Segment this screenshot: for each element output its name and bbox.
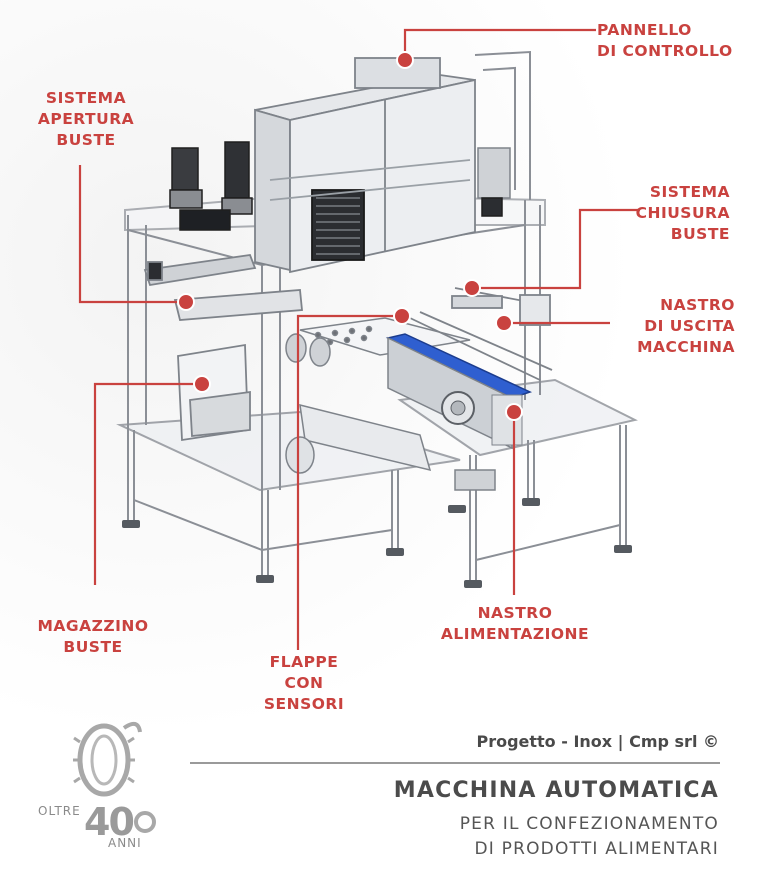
motors <box>169 141 511 231</box>
callout-lines <box>78 28 640 650</box>
machine-feet <box>122 498 632 588</box>
leader-pannello <box>403 28 596 58</box>
divider <box>190 762 720 764</box>
label-sistema-chiusura-buste: SISTEMA CHIUSURA BUSTE <box>635 183 730 243</box>
vent-grille <box>311 189 365 261</box>
label-nastro-alimentazione: NASTRO ALIMENTAZIONE <box>440 604 590 643</box>
leader-apertura <box>78 165 186 304</box>
page-title: MACCHINA AUTOMATICA <box>393 778 719 803</box>
gear-logo-icon <box>73 721 156 833</box>
dot-magazzino <box>193 375 211 393</box>
label-flappe-con-sensori: FLAPPE CON SENSORI <box>263 653 345 713</box>
label-nastro-di-uscita-macchina: NASTRO DI USCITA MACCHINA <box>637 296 735 356</box>
bag-magazine <box>177 343 251 442</box>
subtitle-line-2: DI PRODOTTI ALIMENTARI <box>474 839 719 859</box>
dot-alimentazione <box>505 403 523 421</box>
blue-conveyor <box>385 333 533 450</box>
dot-uscita <box>495 314 513 332</box>
leader-flappe <box>296 314 402 650</box>
credit-text: Progetto - Inox | Cmp srl © <box>476 732 719 751</box>
subtitle-line-1: PER IL CONFEZIONAMENTO <box>459 814 719 834</box>
dot-flappe <box>393 307 411 325</box>
logo-oltre: OLTRE <box>38 804 81 818</box>
dot-pannello <box>396 51 414 69</box>
dot-apertura <box>177 293 195 311</box>
exit-conveyor <box>409 287 553 381</box>
bag-opening-axis <box>143 254 303 321</box>
label-sistema-apertura-buste: SISTEMA APERTURA BUSTE <box>37 89 135 149</box>
label-magazzino-buste: MAGAZZINO BUSTE <box>37 617 149 656</box>
logo-number: 40 <box>84 800 135 844</box>
anniversary-logo: OLTRE 40 ANNI <box>36 712 166 862</box>
page-subtitle: PER IL CONFEZIONAMENTO DI PRODOTTI ALIME… <box>460 812 719 862</box>
leader-chiusura <box>472 208 640 290</box>
control-panel <box>254 57 476 274</box>
base-details <box>285 404 496 491</box>
logo-anni: ANNI <box>108 836 142 850</box>
leader-magazzino <box>93 382 202 585</box>
label-pannello-di-controllo: PANNELLO DI CONTROLLO <box>597 21 733 60</box>
dot-chiusura <box>463 279 481 297</box>
callout-dots <box>177 51 523 421</box>
